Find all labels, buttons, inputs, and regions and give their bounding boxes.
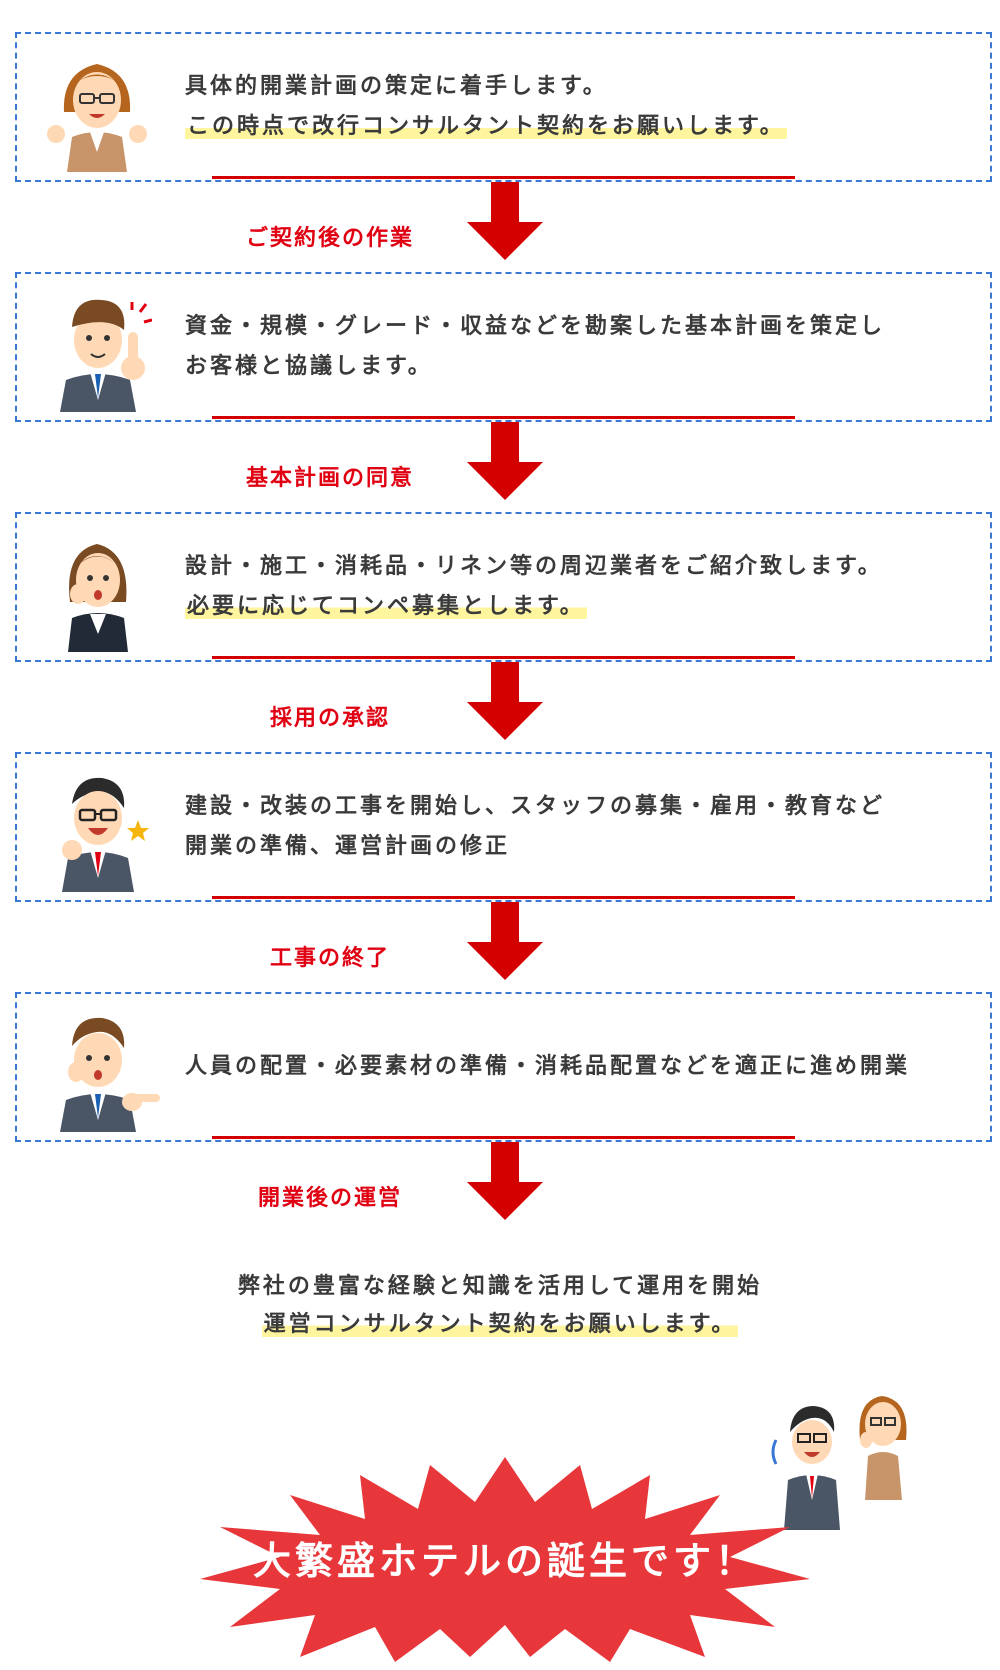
- step-1-line-1: 具体的開業計画の策定に着手します。: [185, 74, 608, 99]
- woman-glasses-cheering-icon: [47, 64, 147, 172]
- step-label-3: 採用の承認: [269, 706, 390, 731]
- down-arrow-icon: [467, 422, 543, 500]
- step-label-5: 開業後の運営: [257, 1186, 402, 1211]
- step-2-line-2: お客様と協議します。: [185, 354, 433, 379]
- step-4-line-1: 建設・改装の工事を開始し、スタッフの募集・雇用・教育など: [185, 794, 886, 819]
- step-4-line-2: 開業の準備、運営計画の修正: [185, 834, 511, 859]
- starburst-shape: [200, 1457, 810, 1662]
- step-text-2: 資金・規模・グレード・収益などを勘案した基本計画を策定し お客様と協議します。: [185, 274, 975, 420]
- down-arrow-icon: [467, 1142, 543, 1220]
- connector-line: [212, 176, 795, 179]
- final-text-line-1: 弊社の豊富な経験と知識を活用して運用を開始: [237, 1274, 763, 1299]
- businessman-pointing-up-icon: [60, 299, 152, 412]
- step-box-3: 設計・施工・消耗品・リネン等の周辺業者をご紹介致します。 必要に応じてコンペ募集…: [15, 512, 992, 662]
- step-3-line-1: 設計・施工・消耗品・リネン等の周辺業者をご紹介致します。: [185, 554, 883, 579]
- step-2-line-1: 資金・規模・グレード・収益などを勘案した基本計画を策定し: [185, 314, 886, 339]
- step-box-4: 建設・改装の工事を開始し、スタッフの募集・雇用・教育など 開業の準備、運営計画の…: [15, 752, 992, 902]
- connector-4: 工事の終了: [0, 896, 1000, 986]
- down-arrow-icon: [467, 902, 543, 980]
- connector-line: [212, 656, 795, 659]
- final-text-line-2: 運営コンサルタント契約をお願いします。: [261, 1312, 739, 1337]
- step-box-2: 資金・規模・グレード・収益などを勘案した基本計画を策定し お客様と協議します。: [15, 272, 992, 422]
- step-5-line-1: 人員の配置・必要素材の準備・消耗品配置などを適正に進め開業: [185, 1054, 911, 1079]
- step-label-1: ご契約後の作業: [245, 226, 414, 251]
- businessman-excited-icon: [62, 777, 149, 892]
- step-1-line-2: この時点で改行コンサルタント契約をお願いします。: [185, 114, 787, 139]
- connector-line: [212, 416, 795, 419]
- connector-2: 基本計画の同意: [0, 416, 1000, 506]
- step-text-3: 設計・施工・消耗品・リネン等の周辺業者をご紹介致します。 必要に応じてコンペ募集…: [185, 514, 975, 660]
- connector-line: [212, 1136, 795, 1139]
- connector-line: [212, 896, 795, 899]
- final-text-line-2-wrap: 運営コンサルタント契約をお願いします。: [0, 1306, 1000, 1338]
- connector-3: 採用の承認: [0, 656, 1000, 746]
- step-box-1: 具体的開業計画の策定に着手します。 この時点で改行コンサルタント契約をお願いしま…: [15, 32, 992, 182]
- businessman-and-woman-icon: [771, 1396, 907, 1530]
- down-arrow-icon: [467, 662, 543, 740]
- woman-surprised-icon: [68, 544, 128, 652]
- step-label-4: 工事の終了: [269, 946, 390, 971]
- down-arrow-icon: [467, 182, 543, 260]
- businessman-pointing-icon: [60, 1017, 160, 1132]
- step-label-2: 基本計画の同意: [245, 466, 414, 491]
- step-3-line-2: 必要に応じてコンペ募集とします。: [185, 594, 587, 619]
- connector-1: ご契約後の作業: [0, 176, 1000, 266]
- connector-5: 開業後の運営: [0, 1136, 1000, 1226]
- step-text-4: 建設・改装の工事を開始し、スタッフの募集・雇用・教育など 開業の準備、運営計画の…: [185, 754, 975, 900]
- step-text-1: 具体的開業計画の策定に着手します。 この時点で改行コンサルタント契約をお願いしま…: [185, 34, 975, 180]
- burst-text: 大繁盛ホテルの誕生です！: [252, 1539, 757, 1583]
- step-text-5: 人員の配置・必要素材の準備・消耗品配置などを適正に進め開業: [185, 994, 975, 1140]
- step-box-5: 人員の配置・必要素材の準備・消耗品配置などを適正に進め開業: [15, 992, 992, 1142]
